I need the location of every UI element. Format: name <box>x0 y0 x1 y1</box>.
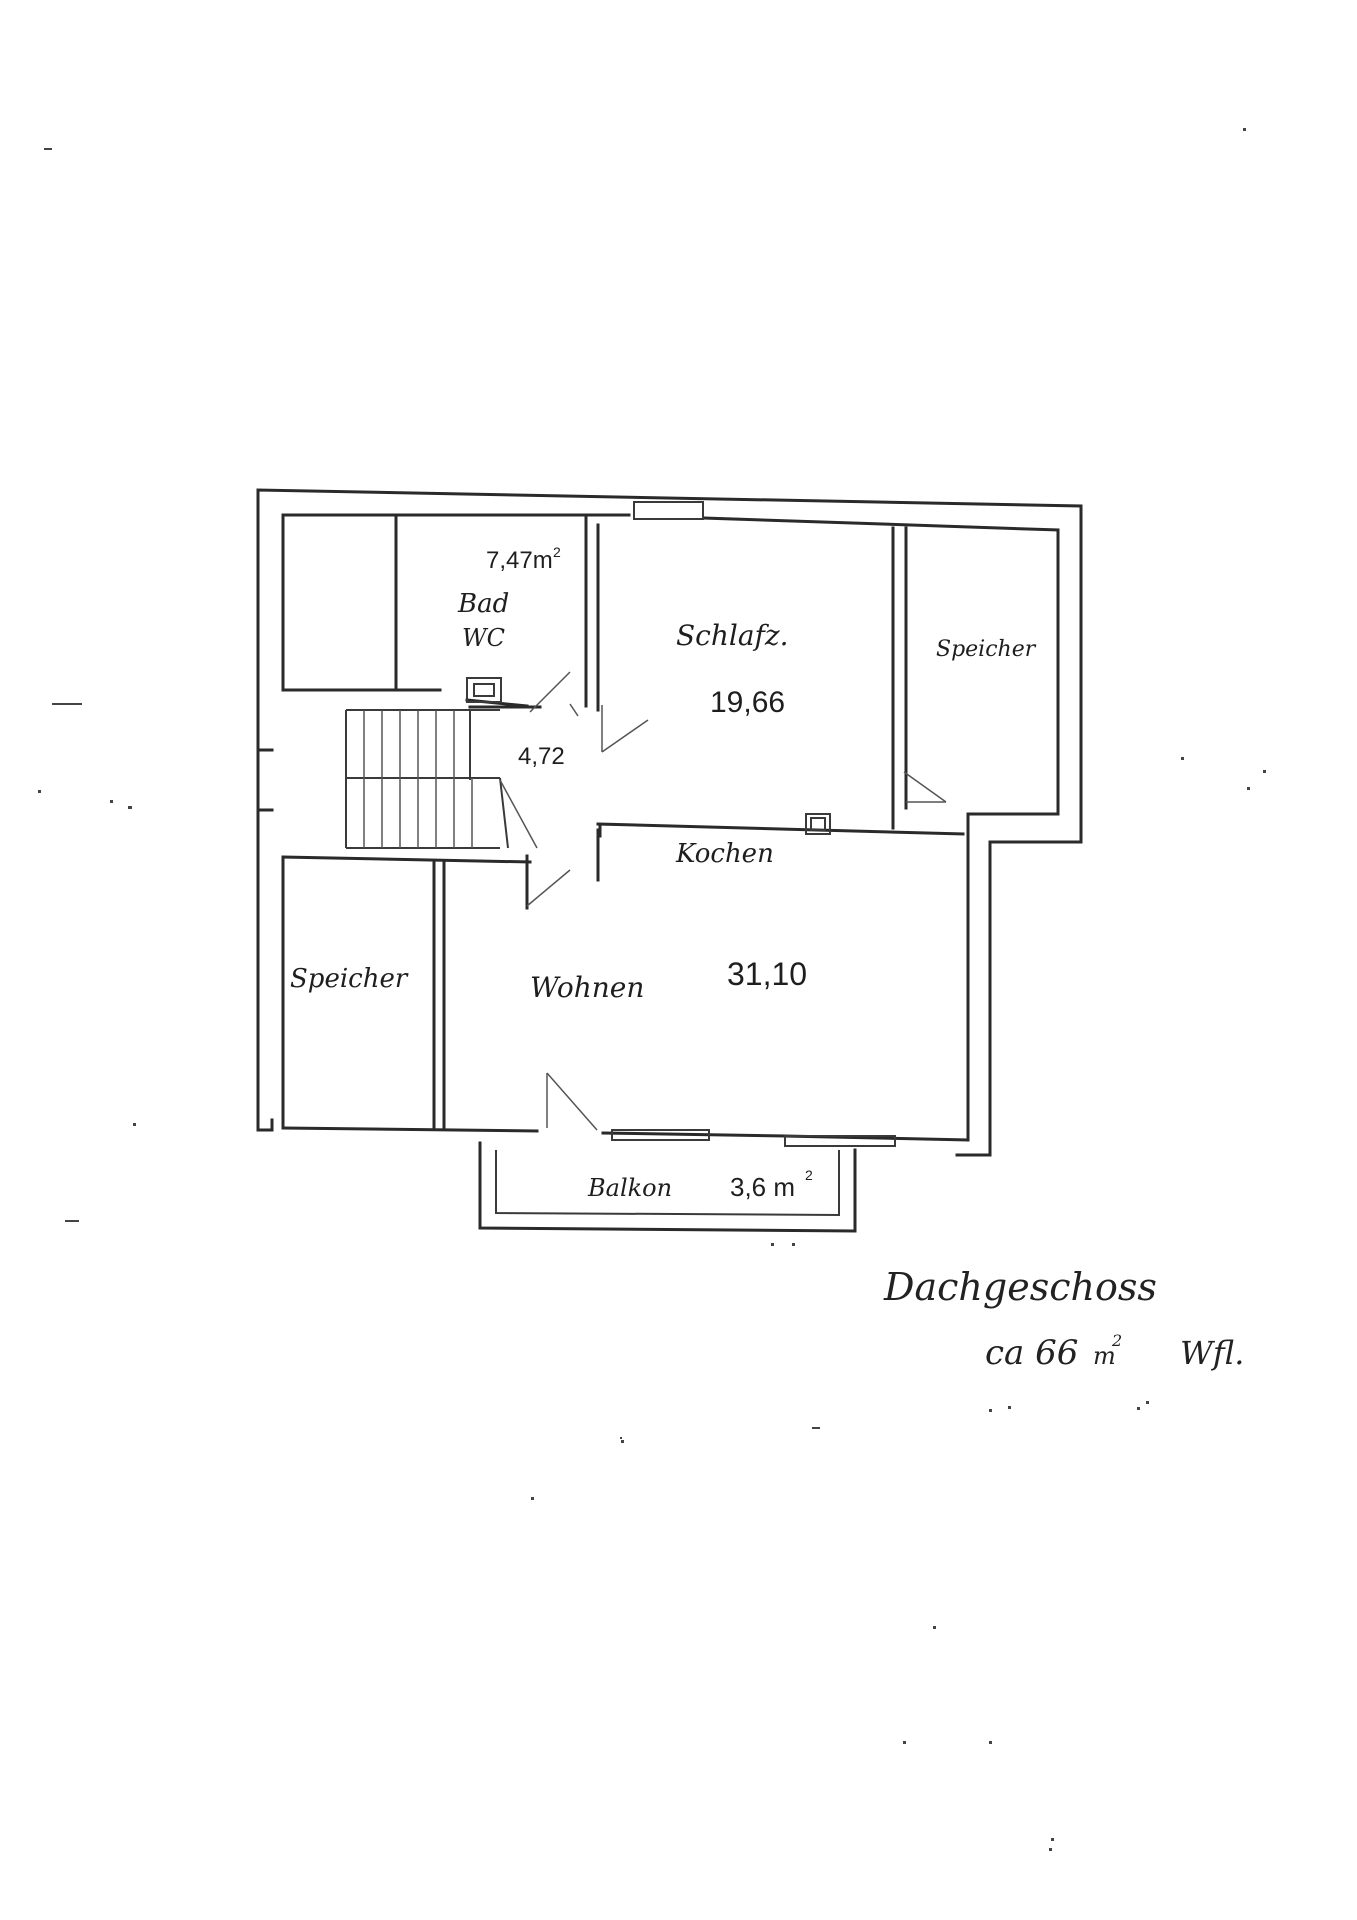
wohnen-label: Wohnen <box>530 971 644 1004</box>
staircase <box>345 709 509 849</box>
floor-size-suffix: Wfl. <box>1180 1334 1244 1372</box>
bad-label: Bad <box>457 589 509 619</box>
bad-area: 7,47m <box>486 547 553 574</box>
speicher-right-label: Speicher <box>936 637 1037 662</box>
door-swings <box>499 671 947 1131</box>
interior-walls <box>281 515 965 1129</box>
bad-area-sup: 2 <box>553 544 561 560</box>
chimneys <box>466 677 831 835</box>
speicher-left-label: Speicher <box>290 964 409 994</box>
balkon-area: 3,6 m <box>730 1172 795 1202</box>
plan-caption: Dachgeschoss ca 66 m 2 Wfl. <box>883 1265 1244 1373</box>
kochen-label: Kochen <box>675 839 774 869</box>
scan-specks <box>38 128 1266 1851</box>
room-labels: 7,47m 2 Bad WC Schlafz. 19,66 Speicher 4… <box>290 544 1037 1202</box>
schlafz-area: 19,66 <box>710 686 785 719</box>
wohnen-area: 31,10 <box>727 956 807 992</box>
floor-size-sup: 2 <box>1111 1331 1122 1350</box>
floor-size-unit: m <box>1093 1342 1116 1370</box>
schlafz-label: Schlafz. <box>676 619 789 652</box>
flur-area: 4,72 <box>518 743 565 770</box>
windows <box>611 501 896 1147</box>
floor-title: Dachgeschoss <box>883 1265 1157 1309</box>
balcony <box>478 1141 857 1233</box>
balkon-label: Balkon <box>587 1174 672 1202</box>
balkon-area-sup: 2 <box>805 1167 813 1183</box>
wc-label: WC <box>462 624 505 652</box>
floor-size-prefix: ca 66 <box>985 1333 1078 1373</box>
